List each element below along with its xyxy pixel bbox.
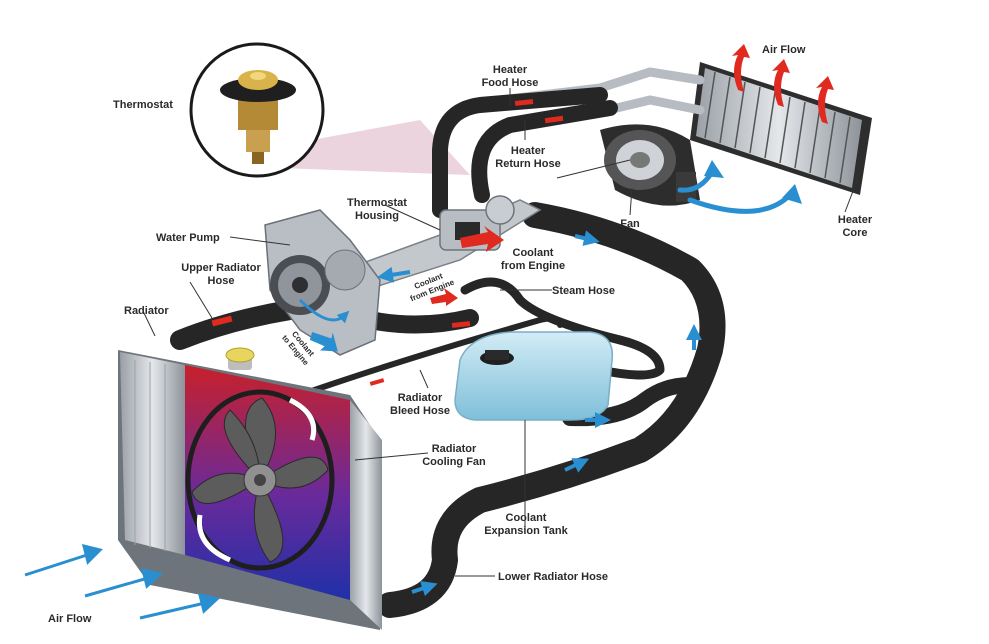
- label-coolant-from-engine-1: Coolant: [513, 247, 554, 259]
- label-upper-radiator-hose-2: Hose: [208, 275, 235, 287]
- label-radiator-bleed-hose-1: Radiator: [398, 392, 443, 404]
- label-thermostat-housing-2: Housing: [355, 210, 399, 222]
- thermostat-part: [220, 70, 296, 164]
- label-thermostat: Thermostat: [113, 99, 173, 111]
- water-pump: [264, 209, 381, 356]
- label-water-pump: Water Pump: [156, 232, 220, 244]
- label-steam-hose: Steam Hose: [552, 285, 615, 297]
- air-flow-arrows-hot: [732, 44, 834, 124]
- label-lower-radiator-hose: Lower Radiator Hose: [498, 571, 608, 583]
- coolant-flow-arrows: [211, 99, 702, 597]
- blower-fan: [600, 124, 700, 206]
- pump-lower-hose: [361, 309, 479, 334]
- label-air-flow-bottom: Air Flow: [48, 613, 92, 625]
- radiator-bleed-hose: [297, 315, 563, 398]
- label-heater-food-hose-2: Food Hose: [482, 77, 539, 89]
- label-radiator-cooling-fan-2: Cooling Fan: [422, 456, 486, 468]
- label-thermostat-housing-1: Thermostat: [347, 197, 407, 209]
- steam-hose: [460, 277, 665, 380]
- label-coolant-expansion-tank-1: Coolant: [506, 512, 547, 524]
- label-radiator: Radiator: [124, 305, 169, 317]
- fan-air-arrowheads: [704, 160, 802, 204]
- label-coolant-expansion-tank-2: Expansion Tank: [484, 525, 568, 537]
- label-radiator-cooling-fan-1: Radiator: [432, 443, 477, 455]
- label-upper-radiator-hose-1: Upper Radiator: [181, 262, 261, 274]
- thermostat-inset: [189, 42, 470, 178]
- heater-return-hose: [471, 100, 618, 203]
- label-heater-food-hose-1: Heater: [493, 64, 528, 76]
- label-air-flow-top: Air Flow: [762, 44, 806, 56]
- label-heater-return-hose-2: Return Hose: [495, 158, 560, 170]
- coolant-expansion-tank: [454, 331, 614, 421]
- label-heater-return-hose-1: Heater: [511, 145, 546, 157]
- air-flow-arrows-cold: [24, 543, 221, 620]
- label-heater-core-2: Core: [842, 227, 867, 239]
- radiator-cooling-fan: [185, 389, 335, 571]
- upper-radiator-hose: [170, 300, 300, 350]
- lower-radiator-hose: [377, 202, 726, 618]
- leader-lines: [142, 88, 859, 577]
- heater-food-hose: [432, 87, 608, 218]
- label-radiator-bleed-hose-2: Bleed Hose: [390, 405, 450, 417]
- heater-core: [690, 62, 872, 195]
- label-fan: Fan: [620, 218, 640, 230]
- label-coolant-from-engine-2: from Engine: [501, 260, 565, 272]
- label-heater-core-1: Heater: [838, 214, 873, 226]
